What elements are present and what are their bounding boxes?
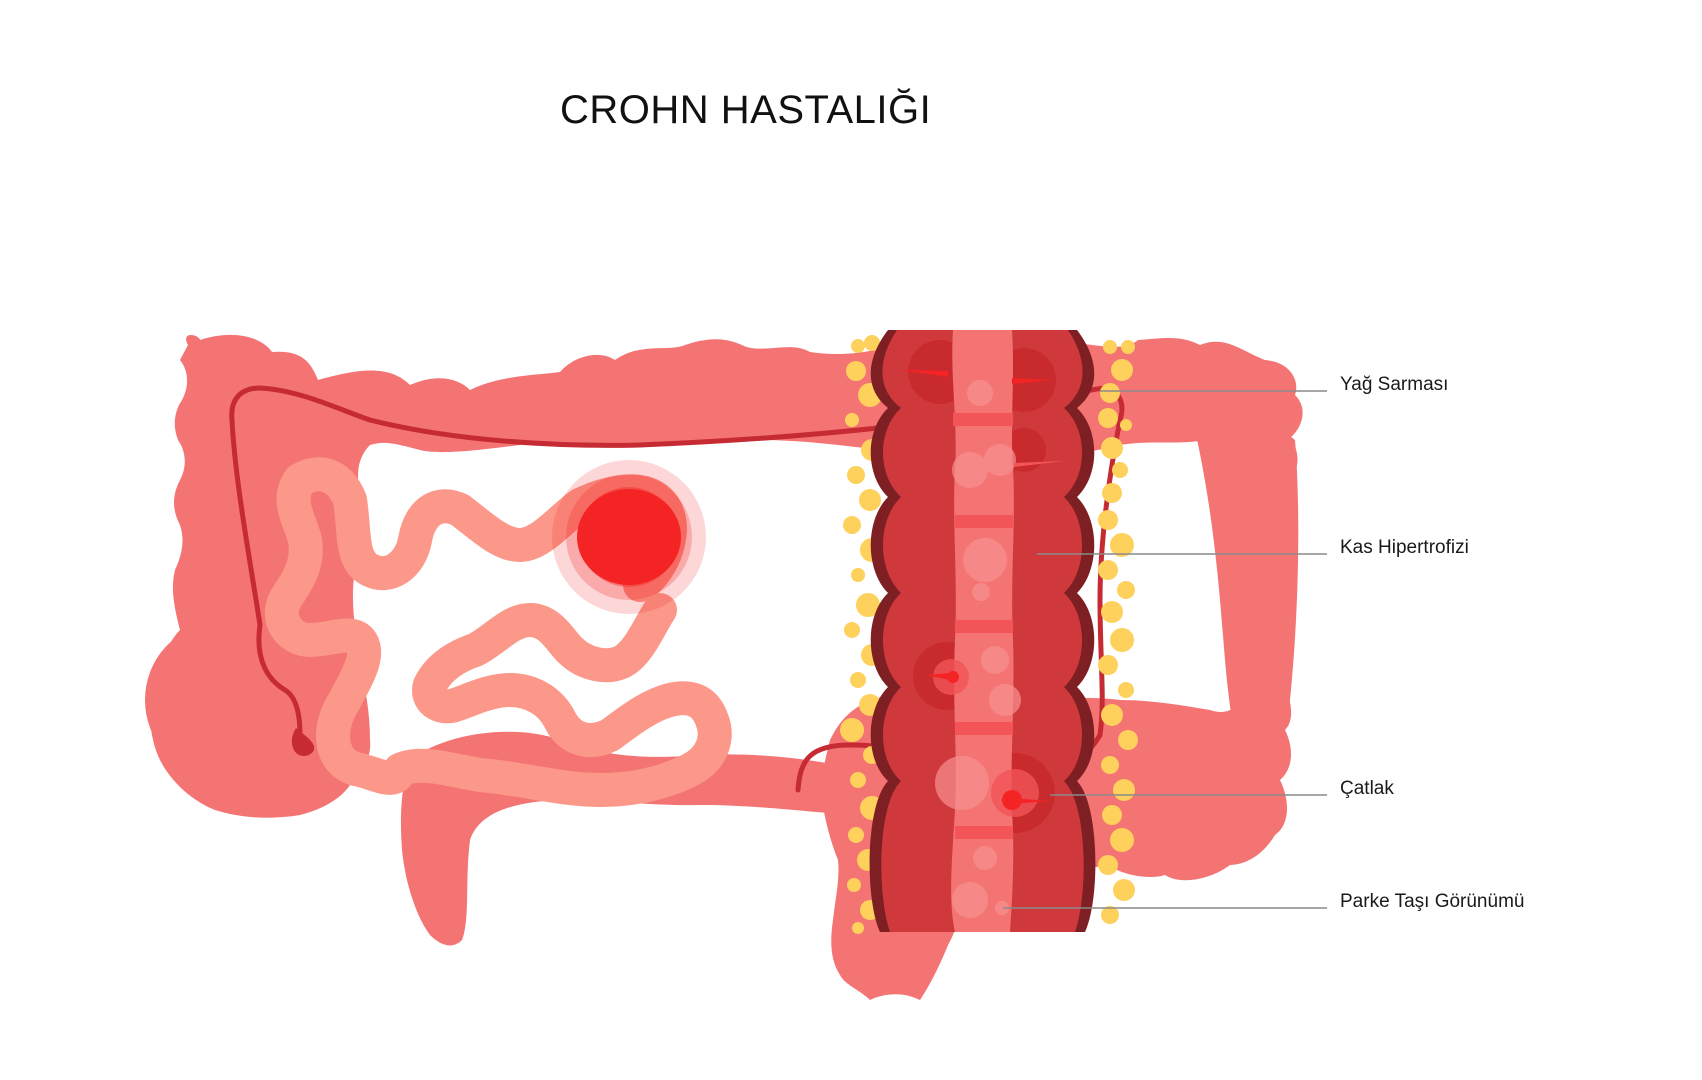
label-cobblestone: Parke Taşı Görünümü — [1340, 891, 1525, 912]
leader-lines — [1003, 390, 1327, 909]
fat-globules-right — [1098, 340, 1138, 924]
intestinal-wall-illustration — [840, 330, 1138, 934]
colon-illustration — [145, 334, 1303, 1000]
label-muscle-hypertrophy: Kas Hipertrofizi — [1340, 537, 1469, 558]
fat-globules — [840, 335, 884, 934]
label-fissure: Çatlak — [1340, 778, 1394, 799]
page-title: CROHN HASTALIĞI — [560, 88, 932, 132]
label-fat-wrapping: Yağ Sarması — [1340, 374, 1449, 395]
